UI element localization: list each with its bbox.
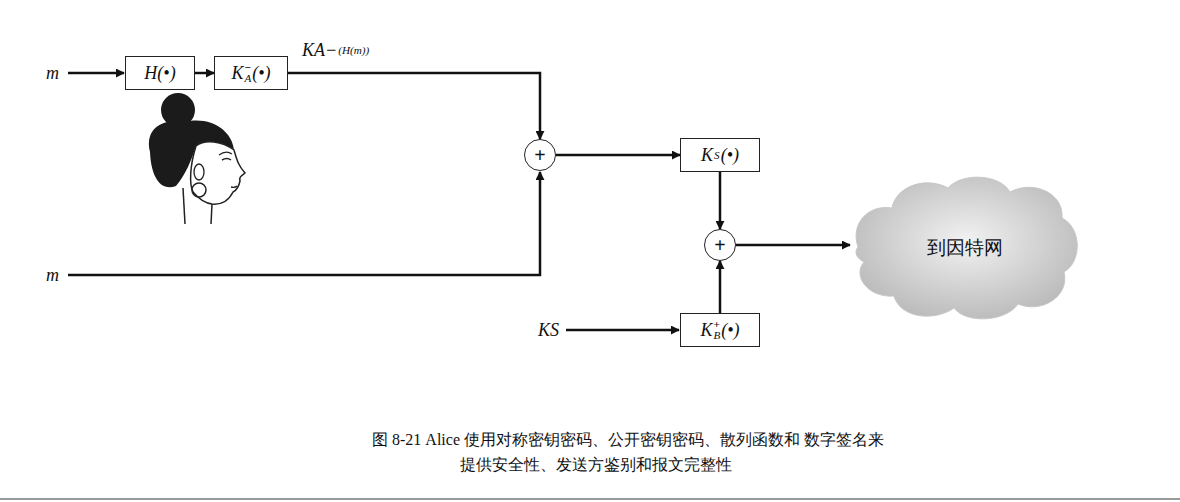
subscript: S [714,150,720,161]
connector-arrow [556,154,680,157]
connector-arrow [288,73,540,139]
input-wire [68,72,124,75]
connector-arrow [736,244,850,247]
subscript: B [713,330,720,341]
input-wire [68,172,540,275]
private-key-box: K−A(•) [214,56,288,90]
concat-circle: + [704,229,736,261]
text: m [46,266,59,284]
figure-caption: 图 8-21 Alice 使用对称密钥密码、公开密钥密码、散列函数和 数字签名来… [372,428,892,478]
internet-cloud: 到因特网 [850,172,1080,322]
text: A [314,41,325,59]
text: m [46,64,59,82]
connector-arrow [719,172,722,229]
message-label: m [44,64,61,82]
script-stack: +B [713,319,720,340]
text: K [701,146,713,164]
text: − [325,41,337,59]
connector-arrow [195,72,214,75]
text: 到因特网 [927,238,1003,257]
superscript: + [713,319,720,330]
text: + [714,235,725,255]
text: + [534,145,545,165]
subscript: A [244,73,251,84]
subscript: (H(m)) [338,45,369,56]
script-stack: −A [244,62,251,83]
rule-line [0,498,1180,500]
text: (•) [252,64,270,82]
text: S [550,321,559,339]
superscript: − [244,62,251,73]
text: (•) [721,146,739,164]
concat-circle: + [524,139,556,171]
key-label: KS [536,321,561,339]
public-key-box: K+B(•) [680,313,760,347]
symmetric-key-box: KS(•) [680,138,760,172]
text: (•) [721,321,739,339]
script-stack: S [714,150,720,161]
connector-arrow [719,261,722,313]
message-label: m [44,266,61,284]
text: K [700,321,712,339]
script-stack: (H(m)) [338,45,369,56]
text: K [231,64,243,82]
hash-box: H(•) [125,56,195,90]
text: K [302,41,314,59]
alice-figure [149,93,245,224]
signature-label: KA−(H(m)) [300,41,372,59]
key-wire [566,329,679,332]
text: H(•) [144,64,175,82]
text: K [538,321,550,339]
